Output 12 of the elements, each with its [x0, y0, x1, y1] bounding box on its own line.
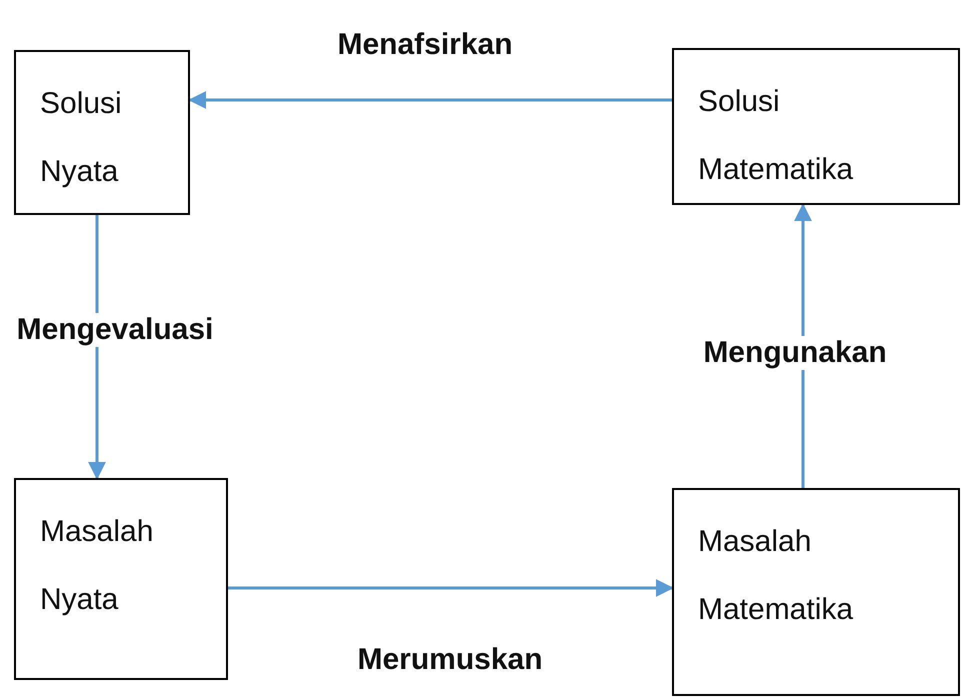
process-box — [672, 48, 960, 205]
arrow — [88, 215, 106, 480]
arrow — [188, 91, 672, 109]
process-box — [14, 50, 190, 215]
arrow — [228, 579, 674, 597]
box-label: Solusi Matematika — [698, 84, 854, 188]
box-label: Masalah Nyata — [40, 514, 154, 618]
process-box — [14, 478, 228, 680]
box-label: Solusi Nyata — [40, 86, 123, 190]
arrow — [794, 203, 812, 488]
process-box — [672, 488, 960, 696]
box-label: Masalah Matematika — [698, 524, 854, 628]
